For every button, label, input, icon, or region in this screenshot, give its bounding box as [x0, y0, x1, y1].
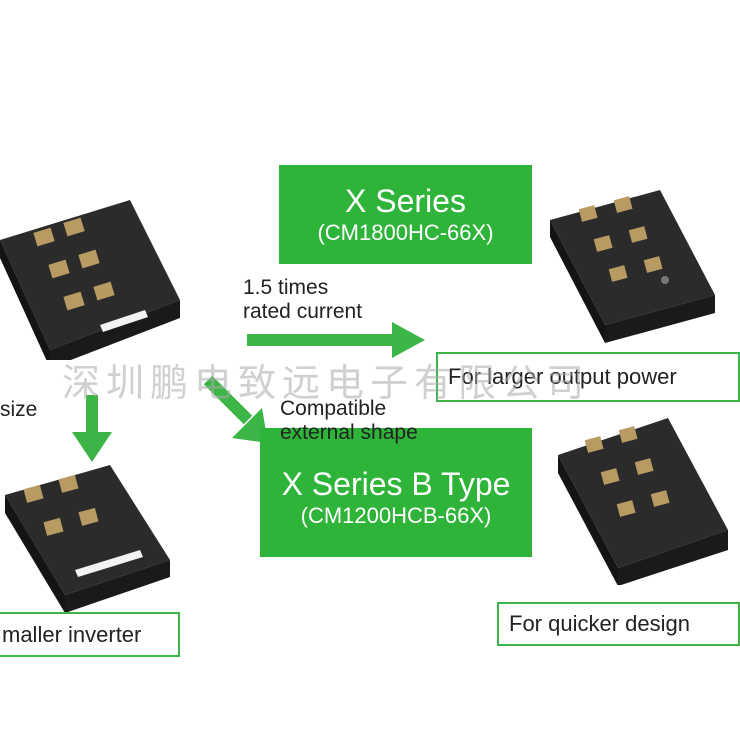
caption-larger-output-text: For larger output power [448, 364, 677, 389]
x-series-box: X Series (CM1800HC-66X) [279, 165, 532, 264]
caption-larger-output: For larger output power [436, 352, 740, 402]
caption-quicker-design: For quicker design [497, 602, 740, 646]
rated-current-label: 1.5 times rated current [243, 276, 362, 324]
compatible-label: Compatible external shape [280, 397, 418, 445]
x-series-b-box: X Series B Type (CM1200HCB-66X) [260, 428, 532, 557]
caption-smaller-inverter-text: maller inverter [2, 621, 142, 647]
module-image-x-series-b [558, 418, 728, 585]
watermark-text: 深圳鹏电致远电子有限公司 [62, 361, 591, 405]
x-series-b-title: X Series B Type [281, 466, 511, 502]
arrow-diagonal [203, 375, 268, 443]
arrow-down [72, 395, 112, 462]
size-fragment: size [0, 398, 38, 421]
x-series-title: X Series [345, 183, 466, 219]
compat-line1: Compatible [280, 397, 387, 420]
module-image-source [0, 200, 180, 360]
x-series-model: (CM1800HC-66X) [317, 220, 494, 245]
caption-smaller-inverter: maller inverter [0, 612, 180, 657]
rated-line2: rated current [243, 300, 363, 323]
arrow-right [247, 322, 425, 358]
rated-line1: 1.5 times [243, 276, 329, 299]
compat-line2: external shape [280, 421, 418, 444]
module-image-x-series [550, 190, 715, 343]
caption-quicker-design-text: For quicker design [509, 611, 690, 636]
x-series-b-model: (CM1200HCB-66X) [300, 503, 492, 528]
module-image-small [5, 465, 170, 613]
